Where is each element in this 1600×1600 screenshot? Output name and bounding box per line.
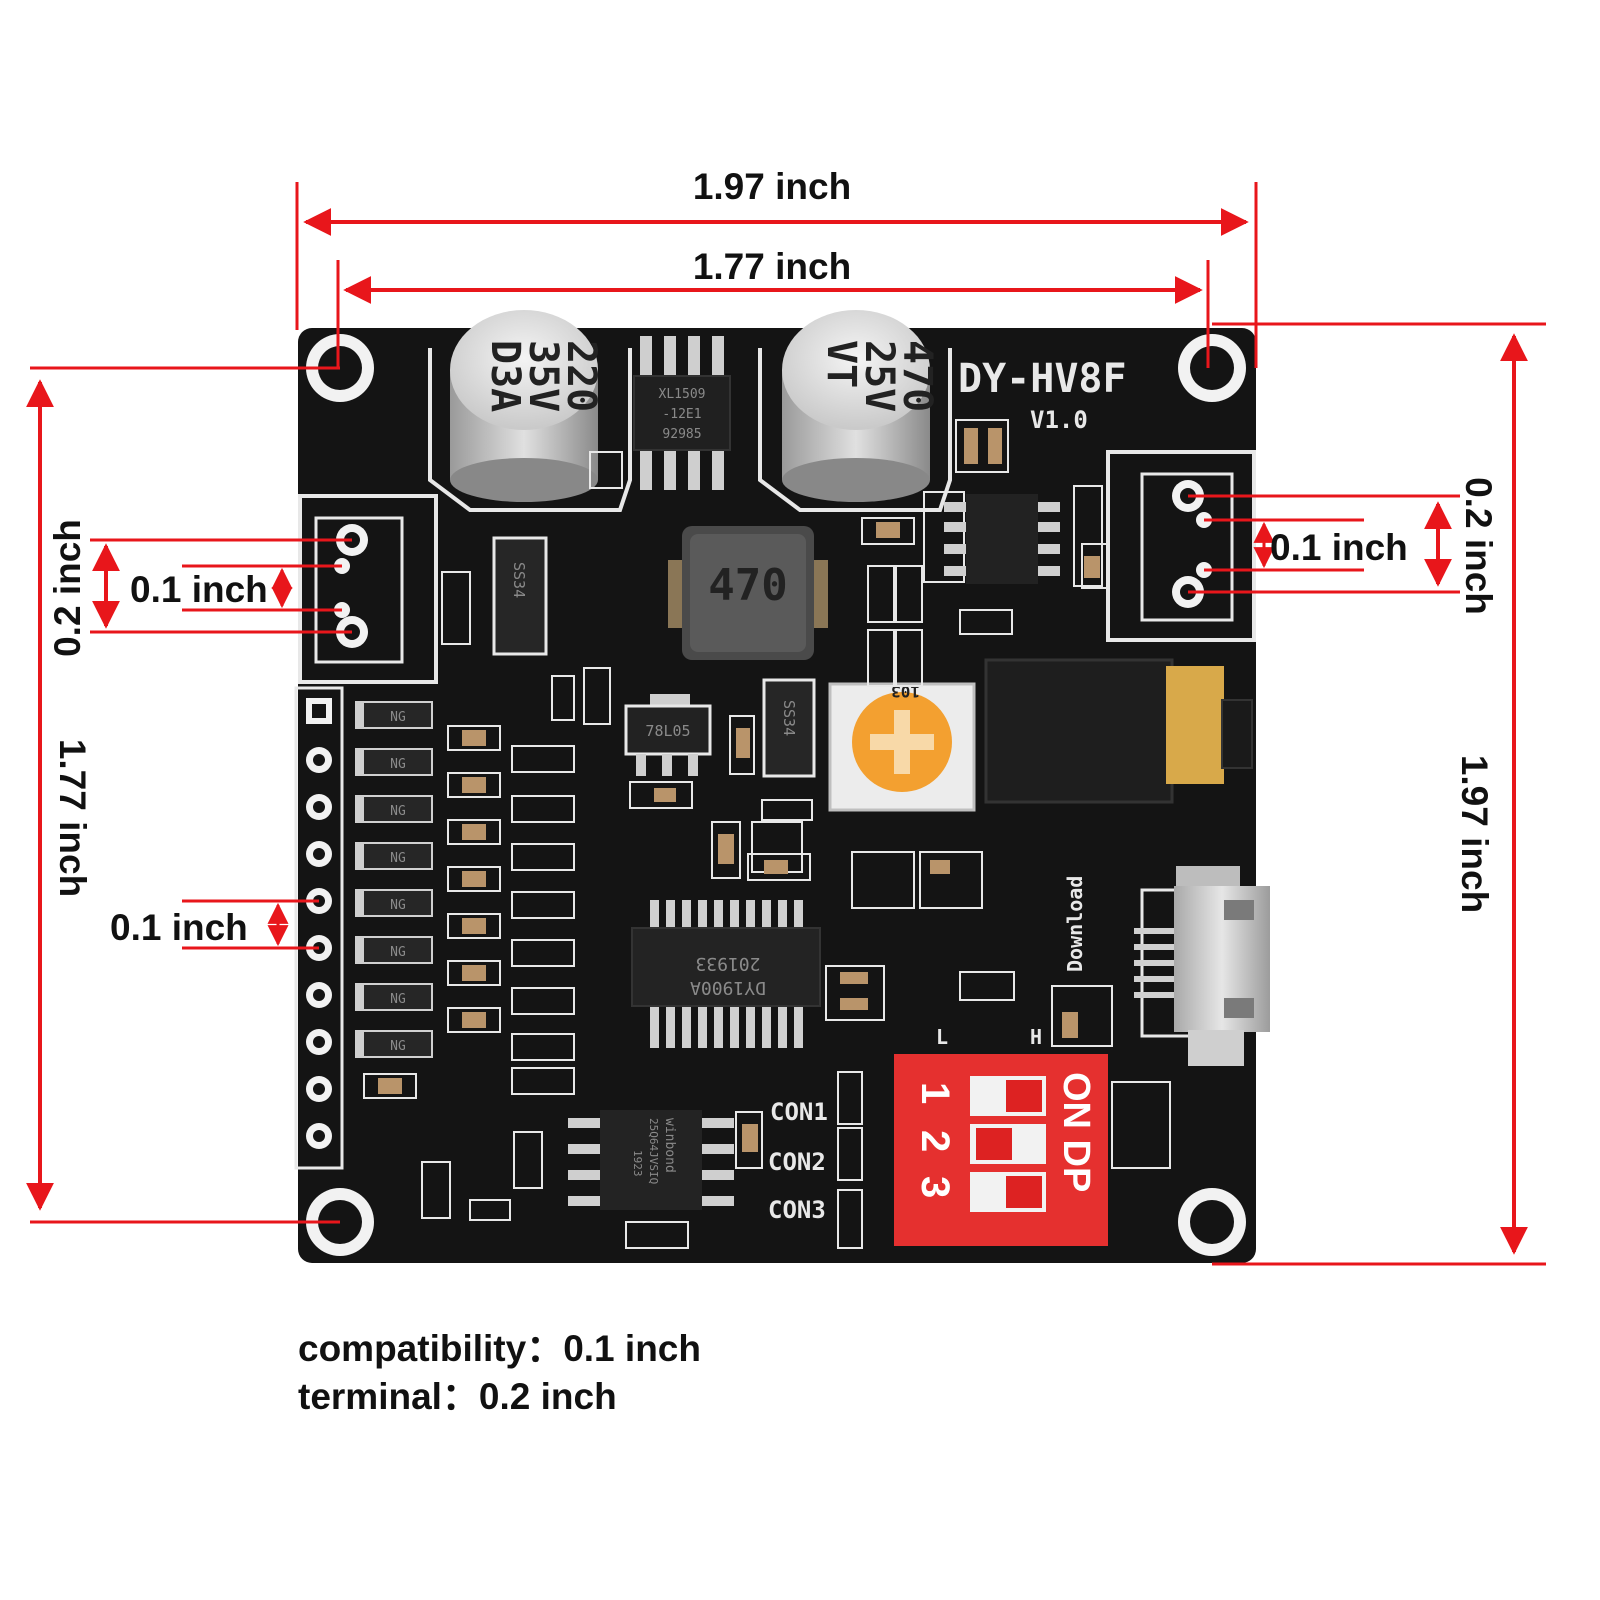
main-chip-line-1: 201933 [695,953,760,974]
con3-label: CON3 [768,1196,826,1224]
capacitor-470uf: 470 25V VT [758,310,952,512]
diode-label-5: NG [390,898,406,913]
board-version-label: V1.0 [1030,406,1088,434]
diode-label-8: NG [390,1039,406,1054]
small-chip-right [944,494,1060,584]
dip-l-label: L [936,1025,948,1049]
dim-top-inner: 1.77 inch [693,246,851,287]
dip-number-2: 2 [913,1130,957,1152]
capacitor-left-line-1: 220 [558,340,604,412]
capacitor-right-line-2: 25V [856,340,902,412]
dim-right-height: 1.97 inch [1454,755,1495,913]
dim-top-outer: 1.97 inch [693,166,851,207]
diode-ss34-right: SS34 [762,678,816,778]
diode-label-7: NG [390,992,406,1007]
audio-jack [984,658,1253,804]
regulator-chip-line-1: XL1509 [659,387,706,402]
ldo-regulator: 78L05 [624,694,712,776]
regulator-chip: XL1509 -12E1 92985 [633,336,731,490]
dim-right-terminal-pin: 0.1 inch [1270,527,1408,568]
dim-left-terminal-pitch: 0.2 inch [47,519,88,657]
regulator-chip-line-2: -12E1 [662,407,701,422]
dip-h-label: H [1030,1025,1042,1049]
dip-number-3: 3 [913,1176,957,1198]
diode-ss34-left-label: SS34 [510,562,528,598]
main-chip: 201933 DY1900A [631,900,821,1048]
diode-label-6: NG [390,945,406,960]
dip-switch: L H 1 2 3 ON DP [894,1025,1108,1246]
inductor-label: 470 [708,560,787,611]
diode-label-2: NG [390,757,406,772]
capacitor-left-line-2: 35V [520,340,566,412]
smd-components [363,419,1171,1249]
capacitor-left-line-3: D3A [482,340,528,412]
con1-label: CON1 [770,1098,828,1126]
flash-chip: winbond 25Q64JVSIQ 1923 [568,1110,734,1210]
dim-header-pitch: 0.1 inch [110,907,248,948]
diode-label-1: NG [390,710,406,725]
dim-right-terminal-pitch: 0.2 inch [1458,477,1499,615]
dim-left-terminal-pin: 0.1 inch [130,569,268,610]
dip-on-label: ON DP [1055,1072,1097,1192]
smd-capacitors [378,428,1100,1152]
dip-number-1: 1 [913,1082,957,1104]
regulator-chip-line-3: 92985 [662,427,701,442]
compatibility-note: compatibility：0.1 inch [298,1328,701,1369]
diode-ss34-right-label: SS34 [780,700,798,736]
capacitor-right-line-3: VT [818,340,864,388]
diode-column: NG NG NG NG NG NG NG NG [355,701,433,1058]
main-chip-line-2: DY1900A [690,977,766,998]
dimension-lines [26,182,1546,1266]
dim-left-height: 1.77 inch [52,739,93,897]
download-label: Download [1063,876,1087,972]
inductor: 470 [668,526,828,660]
con2-label: CON2 [768,1148,826,1176]
diode-ss34-left: SS34 [492,536,548,656]
micro-usb-port [1134,866,1270,1066]
capacitor-right-line-1: 470 [894,340,940,412]
ldo-label: 78L05 [645,722,690,740]
terminal-note: terminal：0.2 inch [298,1376,617,1417]
board-model-label: DY-HV8F [958,356,1127,402]
flash-chip-line-3: 1923 [631,1150,644,1177]
capacitor-220uf: 220 35V D3A [428,310,632,512]
flash-chip-line-2: 25Q64JVSIQ [647,1118,660,1184]
flash-chip-line-1: winbond [662,1118,677,1173]
pcb-board: 220 35V D3A 470 25V VT XL1509 -12E1 [294,310,1270,1263]
diode-label-4: NG [390,851,406,866]
diode-label-3: NG [390,804,406,819]
pin-header [294,686,344,1170]
potentiometer: 103 [828,682,976,812]
